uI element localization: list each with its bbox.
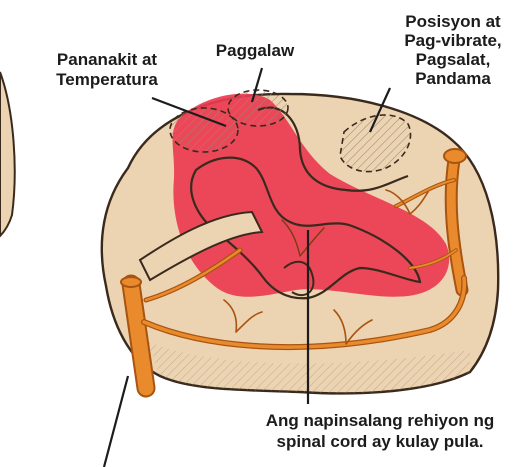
label-damaged-region: Ang napinsalang rehiyon ng spinal cord a… [200,410,529,452]
label-movement: Paggalaw [190,41,320,61]
label-position-vibration: Posisyon at Pag-vibrate, Pagsalat, Panda… [378,12,528,88]
pointer-artery [104,376,128,467]
pain-temperature-tract [170,108,238,152]
label-pain-temperature: Pananakit at Temperatura [32,50,182,90]
adjacent-structure [0,72,15,236]
movement-tract [228,90,288,126]
